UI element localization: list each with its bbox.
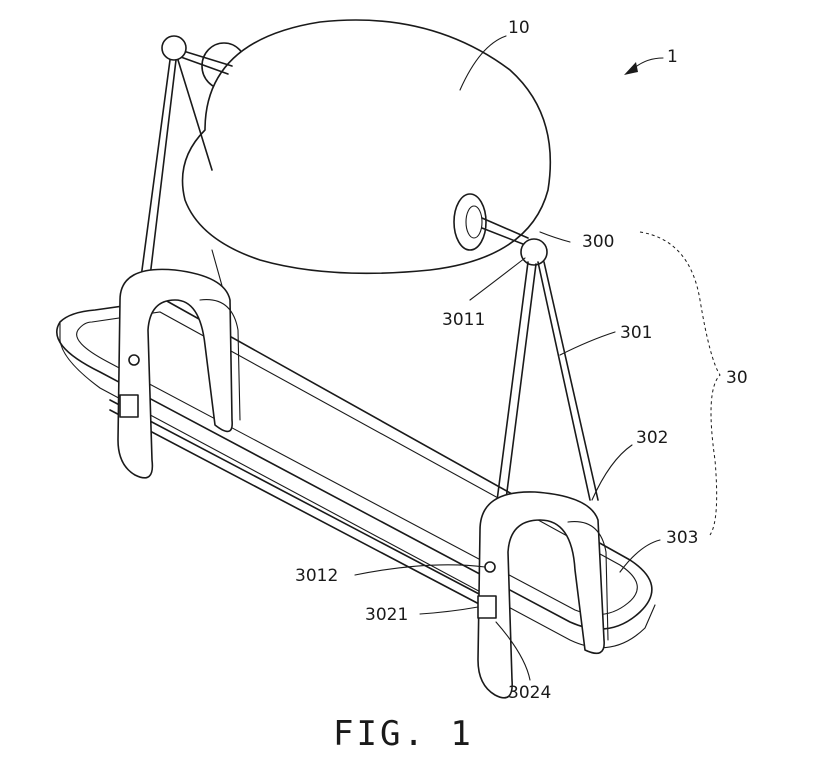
label-303: 303 [666,528,698,548]
front-axle [453,193,548,266]
label-301: 301 [620,323,652,343]
label-3011: 3011 [442,310,485,330]
figure-arrow [624,57,664,75]
figure-caption: FIG. 1 [333,714,474,754]
reference-labels: 1 10 30 300 3011 301 302 303 3012 3021 3… [295,18,748,703]
left-stirrup [117,268,241,479]
label-3021: 3021 [365,605,408,625]
label-1: 1 [667,47,678,67]
label-3012: 3012 [295,566,338,586]
leader-lines [354,35,721,681]
label-302: 302 [636,428,668,448]
label-30: 30 [726,368,748,388]
label-3024: 3024 [508,683,551,703]
helmet [181,19,552,301]
rear-rod [109,399,501,616]
left-strap [129,35,233,361]
label-10: 10 [508,18,530,38]
label-300: 300 [582,232,614,252]
